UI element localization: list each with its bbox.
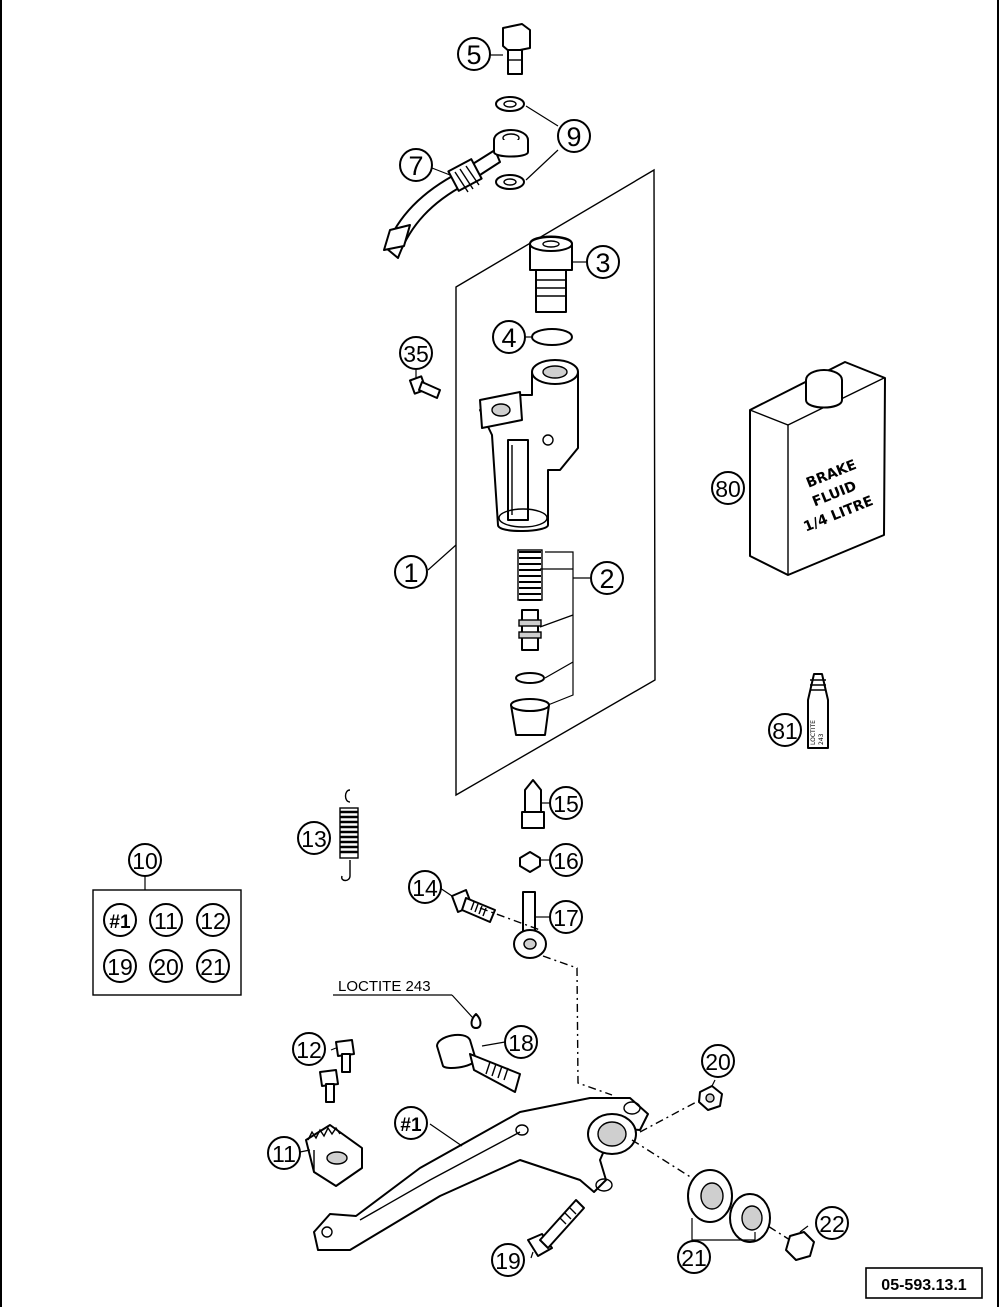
callout-18: 18: [504, 1025, 538, 1059]
screws-12-part: [319, 1039, 355, 1103]
callout-13: 13: [297, 821, 331, 855]
callout-9: 9: [557, 119, 591, 153]
svg-text:21: 21: [200, 954, 226, 980]
svg-text:4: 4: [501, 323, 516, 353]
master-cylinder-body-part: [479, 359, 579, 533]
sealing-washer-top-part: [495, 96, 525, 112]
svg-text:12: 12: [200, 908, 226, 934]
svg-text:11: 11: [154, 908, 178, 934]
pivot-bolt-part: [436, 1033, 521, 1093]
drawing-number: 05-593.13.1: [881, 1277, 967, 1294]
callout-35: 35: [399, 336, 433, 370]
kit-box: [92, 889, 242, 996]
hex-nut-part: [519, 851, 541, 873]
callout-81: 81: [768, 713, 802, 747]
svg-text:#1: #1: [109, 912, 131, 933]
svg-text:18: 18: [508, 1030, 534, 1056]
loctite-bottle-label-line1: LOCTITE: [810, 720, 817, 745]
callout-21: 21: [677, 1240, 711, 1274]
push-rod-part: [521, 779, 545, 829]
callout-5: 5: [457, 37, 491, 71]
svg-text:12: 12: [296, 1037, 322, 1063]
callout-10: 10: [128, 843, 162, 877]
return-spring-part: [339, 789, 359, 882]
mounting-screw-part: [408, 375, 441, 399]
svg-text:22: 22: [819, 1211, 845, 1237]
svg-text:7: 7: [408, 151, 423, 181]
clevis-part: [513, 891, 547, 959]
kit-item-19: 19: [103, 949, 137, 983]
callout-14: 14: [408, 870, 442, 904]
svg-text:20: 20: [705, 1049, 731, 1075]
kit-item-21: 21: [196, 949, 230, 983]
reservoir-plug-part: [529, 235, 573, 313]
svg-text:35: 35: [403, 341, 429, 367]
callout-1: 1: [394, 555, 428, 589]
svg-text:15: 15: [553, 791, 579, 817]
loctite-bottle-label-line2: 243: [818, 733, 825, 745]
bolt-19-part: [527, 1199, 585, 1257]
callout-11: 11: [267, 1136, 301, 1170]
brake-fluid-can-part: BRAKE FLUID 1/4 LITRE: [749, 361, 886, 576]
piston-kit-part: [510, 549, 574, 736]
callout-4: 4: [492, 320, 526, 354]
kit-item-20: 20: [149, 949, 183, 983]
drawing-number-box: [865, 1267, 983, 1299]
svg-text:17: 17: [553, 905, 579, 931]
svg-text:16: 16: [553, 848, 579, 874]
brake-pedal-part: [313, 1097, 649, 1251]
kit-item-12: 12: [196, 903, 230, 937]
svg-text:5: 5: [466, 40, 481, 70]
callout-19: 19: [491, 1243, 525, 1277]
svg-text:3: 3: [595, 248, 610, 278]
loctite-bottle-part: LOCTITE 243: [807, 673, 829, 749]
kit-item-1: #1: [103, 903, 137, 937]
callout-3: 3: [586, 245, 620, 279]
svg-text:2: 2: [599, 564, 614, 594]
callout-15: 15: [549, 786, 583, 820]
callout-20: 20: [701, 1044, 735, 1078]
svg-text:21: 21: [681, 1245, 707, 1271]
callout-17: 17: [549, 900, 583, 934]
callout-7: 7: [399, 148, 433, 182]
svg-text:19: 19: [495, 1248, 521, 1274]
bolt-14-part: [451, 889, 496, 923]
master-cylinder-assembly-outline: [455, 168, 656, 797]
callout-12: 12: [292, 1032, 326, 1066]
loctite-annotation: LOCTITE 243: [338, 978, 431, 995]
svg-text:13: 13: [301, 826, 327, 852]
svg-text:10: 10: [132, 848, 158, 874]
callout-16: 16: [549, 843, 583, 877]
svg-text:14: 14: [412, 875, 438, 901]
loctite-drop-icon: [470, 1013, 482, 1029]
svg-text:80: 80: [715, 476, 741, 502]
bearings-part: [687, 1169, 771, 1243]
callout-pedal: #1: [394, 1106, 428, 1140]
foot-peg-part: [305, 1124, 363, 1187]
svg-text:1: 1: [403, 558, 418, 588]
kit-item-11: 11: [149, 903, 183, 937]
callout-22: 22: [815, 1206, 849, 1240]
flange-nut-part: [785, 1231, 815, 1261]
svg-text:#1: #1: [400, 1115, 422, 1136]
banjo-bolt-part: [502, 23, 531, 75]
callout-80: 80: [711, 471, 745, 505]
sealing-washer-bottom-part: [495, 174, 525, 190]
svg-text:81: 81: [772, 718, 798, 744]
brake-line-part: [383, 129, 529, 259]
svg-text:11: 11: [272, 1141, 296, 1167]
svg-text:19: 19: [107, 954, 133, 980]
o-ring-part: [531, 328, 573, 346]
svg-text:20: 20: [153, 954, 179, 980]
svg-text:9: 9: [566, 122, 581, 152]
callout-2: 2: [590, 561, 624, 595]
